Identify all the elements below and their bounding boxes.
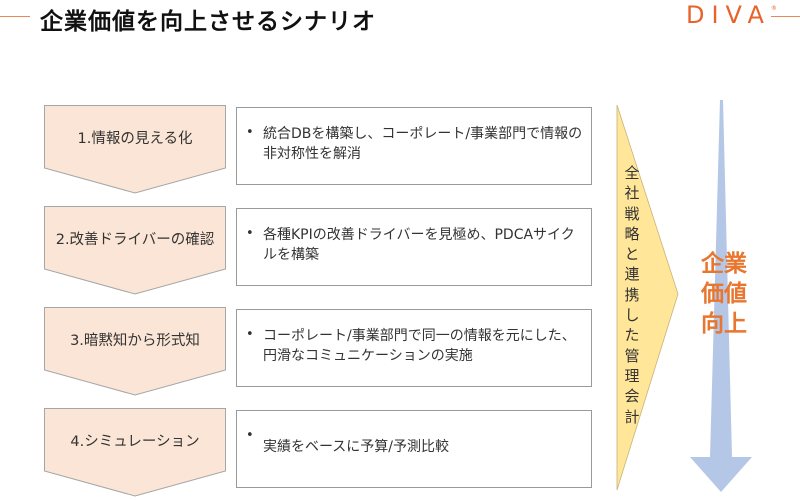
- step-3-label: 3.暗黙知から形式知: [70, 333, 200, 349]
- step-4-description: 実績をベースに予算/予測比較: [263, 439, 450, 455]
- step-2-description: 各種KPIの改善ドライバーを見極め、PDCAサイクルを構築: [263, 227, 575, 263]
- step-3-description-box: • コーポレート/事業部門で同一の情報を元にした、円滑なコミュニケーションの実施: [236, 309, 592, 387]
- step-3-shape: [44, 307, 226, 396]
- step-2-shape: [44, 206, 226, 295]
- strategy-label: 全社戦略と連携した管理会計: [624, 164, 640, 426]
- step-1-shape: [44, 105, 226, 194]
- strategy-triangle: [616, 104, 679, 491]
- step-1-description-box: • 統合DBを構築し、コーポレート/事業部門で情報の非対称性を解消: [236, 107, 592, 185]
- step-4-shape: [44, 408, 226, 497]
- bullet-icon: •: [246, 125, 254, 140]
- registered-mark: ®: [770, 5, 777, 12]
- step-1-chevron: 1.情報の見える化: [44, 105, 226, 194]
- step-4-chevron: 4.シミュレーション: [44, 408, 226, 497]
- step-3-chevron: 3.暗黙知から形式知: [44, 307, 226, 396]
- step-1-label: 1.情報の見える化: [77, 131, 193, 147]
- header-rule-right: [771, 16, 800, 17]
- step-2-chevron: 2.改善ドライバーの確認: [44, 206, 226, 295]
- step-1-description: 統合DBを構築し、コーポレート/事業部門で情報の非対称性を解消: [263, 126, 583, 162]
- bullet-icon: •: [246, 226, 254, 241]
- logo-text: DIVA: [686, 1, 771, 29]
- value-label: 企業価値向上: [701, 251, 747, 337]
- bullet-icon: •: [246, 327, 254, 342]
- step-4-label: 4.シミュレーション: [70, 434, 200, 450]
- step-2-description-box: • 各種KPIの改善ドライバーを見極め、PDCAサイクルを構築: [236, 208, 592, 286]
- step-4-description-box: • 実績をベースに予算/予測比較: [236, 410, 592, 488]
- diva-logo: DIVA®: [686, 1, 777, 29]
- step-3-description: コーポレート/事業部門で同一の情報を元にした、円滑なコミュニケーションの実施: [263, 328, 576, 364]
- step-2-label: 2.改善ドライバーの確認: [55, 232, 215, 248]
- page-title: 企業価値を向上させるシナリオ: [40, 9, 376, 35]
- header-rule-left: [0, 16, 30, 17]
- bullet-icon: •: [246, 428, 254, 443]
- value-arrow: [690, 100, 752, 492]
